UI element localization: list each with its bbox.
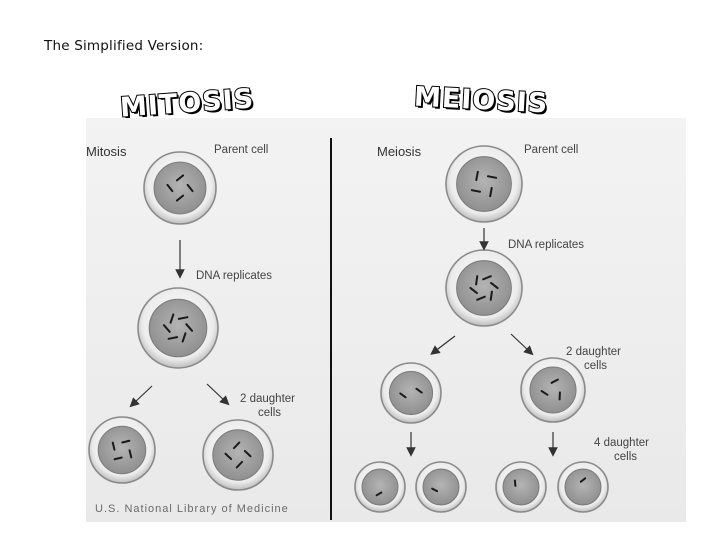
meiosis-daughters-label-2: cells bbox=[584, 360, 608, 372]
chromosome bbox=[177, 316, 189, 320]
chromosome bbox=[489, 186, 493, 198]
chromosome bbox=[476, 295, 486, 301]
meiosis-final-cell-2 bbox=[415, 461, 467, 513]
meiosis-header: Meiosis bbox=[377, 144, 422, 159]
meiosis-final-cell-1 bbox=[354, 461, 406, 513]
meiosis-daughter-cell-right bbox=[520, 357, 586, 423]
chromosome bbox=[486, 175, 498, 179]
mitosis-split-arrow-left bbox=[129, 385, 153, 408]
panel-divider bbox=[330, 138, 332, 520]
chromosome bbox=[232, 441, 241, 450]
chromosome bbox=[469, 286, 478, 295]
mitosis-split-arrow-right bbox=[206, 383, 230, 406]
chromosome bbox=[169, 313, 175, 324]
mitosis-daughter-cell-right bbox=[202, 419, 274, 491]
chromosome bbox=[175, 174, 185, 182]
meiosis-final-cell-3 bbox=[495, 461, 547, 513]
meiosis-final-cell-4 bbox=[557, 461, 609, 513]
meiosis-split-arrow-right bbox=[510, 333, 534, 356]
meiosis-daughter-cell-left bbox=[380, 362, 442, 424]
chromosome bbox=[540, 390, 549, 396]
image-credit: U.S. National Library of Medicine bbox=[95, 503, 289, 515]
chromosome bbox=[550, 378, 559, 384]
chromosome bbox=[111, 441, 116, 451]
chromosome bbox=[181, 332, 187, 343]
meiosis-parent-cell bbox=[445, 145, 523, 223]
slide-caption: The Simplified Version: bbox=[44, 38, 204, 54]
chromosome bbox=[415, 387, 423, 394]
meiosis-daughters-label-1: 2 daughter bbox=[566, 346, 621, 358]
chromosome bbox=[166, 183, 174, 193]
meiosis-replicated-cell bbox=[445, 249, 523, 327]
chromosome bbox=[162, 324, 171, 333]
chromosome bbox=[513, 479, 517, 487]
mitosis-parent-cell bbox=[143, 151, 217, 225]
mitosis-replicate-label: DNA replicates bbox=[196, 270, 273, 282]
chromosome bbox=[167, 336, 179, 340]
chromosome bbox=[128, 449, 133, 459]
chromosome bbox=[482, 275, 492, 281]
chromosome bbox=[475, 170, 479, 182]
chromosome bbox=[175, 194, 185, 202]
meiosis-final-label-2: cells bbox=[614, 451, 638, 463]
chromosome bbox=[375, 491, 383, 497]
mitosis-replicated-cell bbox=[137, 287, 219, 369]
chromosome bbox=[113, 456, 123, 461]
mitosis-daughter-cell-left bbox=[88, 416, 156, 484]
meiosis-parent-label: Parent cell bbox=[524, 144, 579, 156]
mitosis-parent-label: Parent cell bbox=[214, 144, 269, 156]
meiosis-replicate-label: DNA replicates bbox=[508, 239, 585, 251]
meiosis-split-arrow-left bbox=[430, 335, 456, 355]
chromosome bbox=[224, 452, 233, 461]
chromosome bbox=[185, 323, 194, 332]
mitosis-daughters-label-2: cells bbox=[258, 407, 282, 419]
chromosome bbox=[431, 487, 439, 493]
chromosome bbox=[243, 449, 252, 458]
chromosome bbox=[121, 439, 131, 444]
chromosome bbox=[475, 275, 479, 286]
chromosome bbox=[489, 290, 493, 301]
chromosome bbox=[186, 183, 194, 193]
chromosome bbox=[490, 281, 499, 290]
chromosome bbox=[579, 477, 587, 483]
meiosis-final-label-1: 4 daughter bbox=[594, 437, 649, 449]
chromosome bbox=[399, 392, 407, 399]
chromosome bbox=[235, 460, 244, 469]
chromosome bbox=[470, 189, 482, 193]
mitosis-daughters-label-1: 2 daughter bbox=[240, 393, 295, 405]
mitosis-header: Mitosis bbox=[86, 144, 127, 159]
